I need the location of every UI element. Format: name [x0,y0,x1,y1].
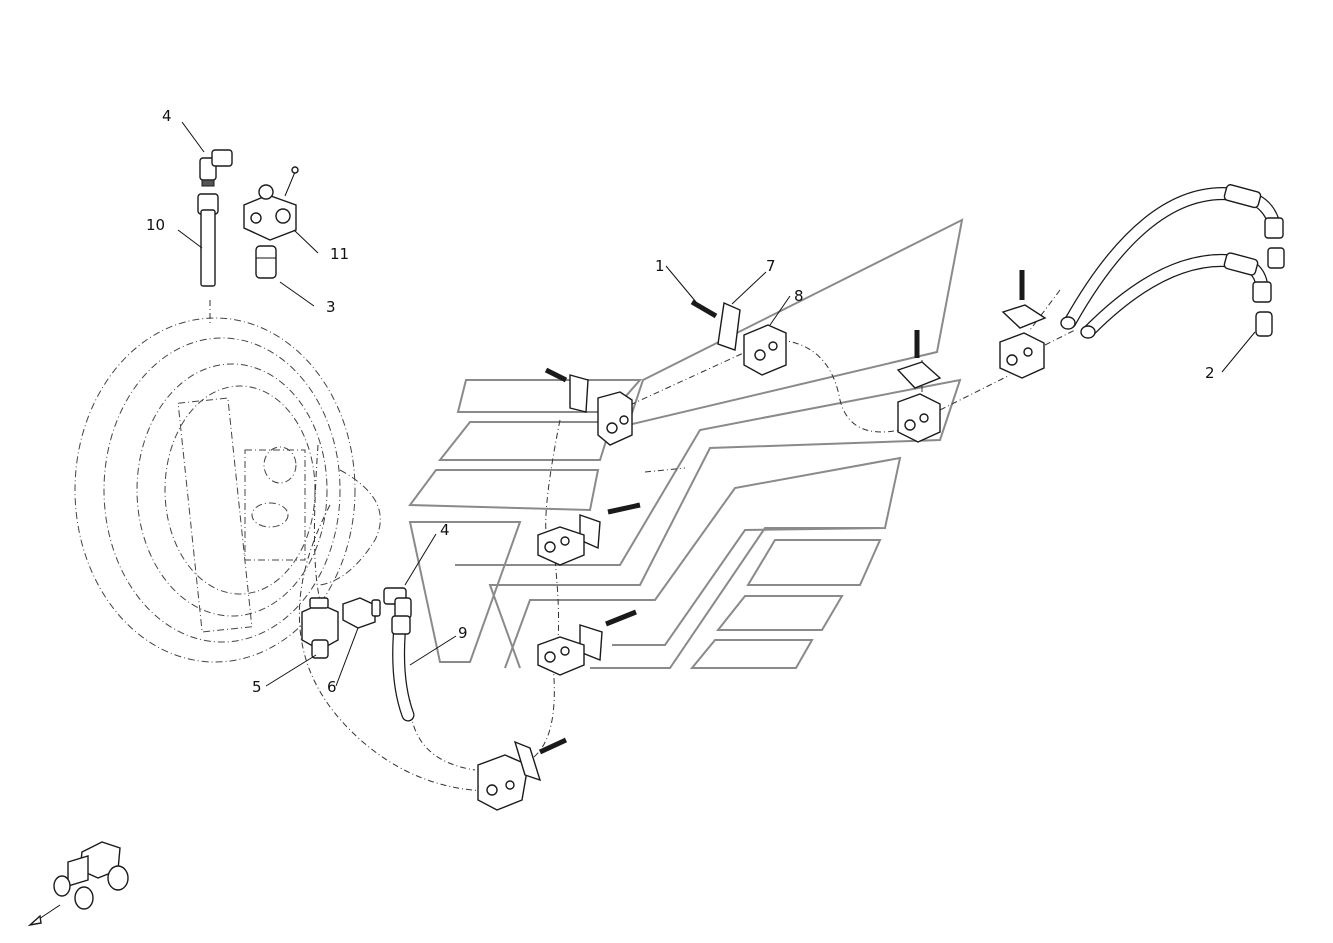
leader-lines [177,121,1256,687]
fitting-2 [1255,311,1273,337]
elbow-fitting-mid [383,587,412,619]
callout-11: 11 [330,245,349,263]
callout-7: 7 [766,257,776,275]
callout-4-mid: 4 [440,521,450,539]
elbow-fitting-top [199,149,233,187]
callout-10: 10 [146,216,165,234]
clamp-bottom [477,737,568,811]
hose-9 [391,615,415,722]
adapter-6 [342,597,381,629]
clamp-upper-mid [544,367,633,446]
callout-3: 3 [326,298,336,316]
background-frame-outline [408,218,964,669]
tractor-orientation-icon [27,841,129,927]
callout-4-top: 4 [162,107,172,125]
clamp-lower [537,609,637,676]
callouts: 4 10 11 3 1 7 8 2 4 9 5 6 [146,107,1215,696]
callout-2: 2 [1205,364,1215,382]
wheel-outline [74,300,381,663]
callout-8: 8 [794,287,804,305]
clamp-right-upper [999,270,1047,379]
callout-6: 6 [327,678,337,696]
callout-5: 5 [252,678,262,696]
hose-assembly-right [1060,184,1285,339]
clamp-right-middle [896,330,942,443]
valve-block-11 [243,166,299,241]
clamp-group-top [690,299,787,376]
routing-lines [298,289,1076,792]
callout-1: 1 [655,257,665,275]
callout-9: 9 [458,624,468,642]
coupling-3 [255,245,277,279]
tee-fitting-5 [301,597,339,659]
tube-10 [197,193,219,287]
clamp-middle [537,502,641,566]
